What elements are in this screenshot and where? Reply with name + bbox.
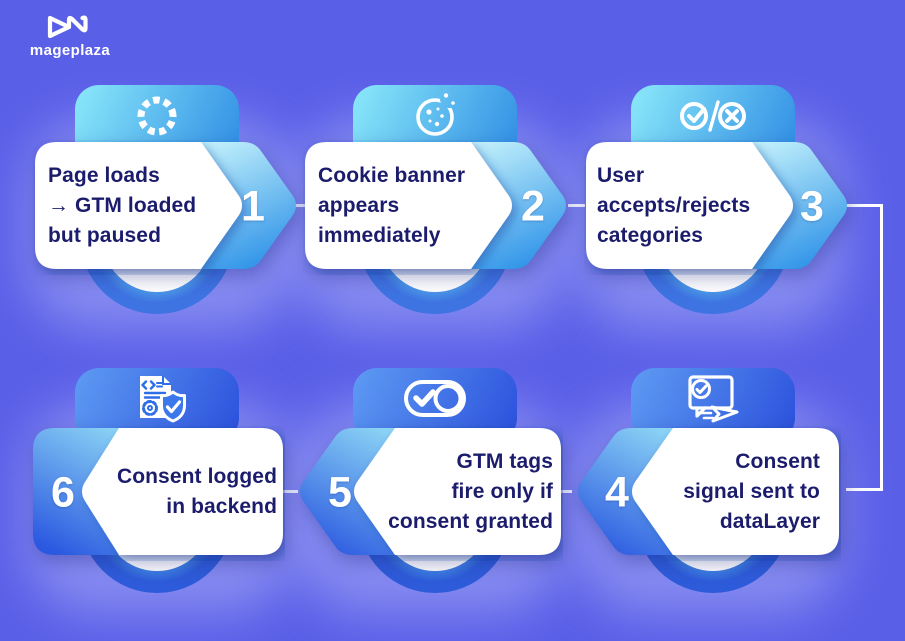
step-3-card [586,142,847,269]
step-4-label: Consent signal sent to dataLayer [683,450,820,533]
step-6-number: 6 [51,468,75,517]
step-5-card [300,428,561,555]
step-6-card [33,428,283,555]
step-1-label: Page loads → GTM loaded but paused [48,164,197,247]
step-5-number: 5 [328,468,352,517]
logo-text: mageplaza [29,42,111,59]
accept-reject-icon [680,100,746,132]
connector-5-6 [282,490,298,493]
connector-2-3 [568,204,585,207]
step-1-number: 1 [241,182,265,231]
backend-log-icon [140,376,186,423]
step-2-label: Cookie banner appears immediately [318,164,466,247]
step-3-number: 3 [800,182,824,231]
cookie-icon [416,93,455,136]
step-3-label: User accepts/rejects categories [597,164,751,247]
step-5-label: GTM tags fire only if consent granted [388,450,553,533]
step-4-number: 4 [605,468,629,517]
step-1-card [35,142,296,269]
loading-spinner-icon [137,96,177,136]
mageplaza-logo-icon [47,15,88,39]
connector-4-5 [556,490,572,493]
consent-message-icon [688,375,739,423]
toggle-check-icon [404,380,466,417]
connector-1-2 [288,204,305,207]
step-2-number: 2 [521,182,545,231]
step-6-label: Consent logged in backend [116,465,277,518]
step-2-card [305,142,566,269]
step-4-card [578,428,839,555]
connector-3-4 [846,204,883,491]
logo: mageplaza [20,10,120,62]
